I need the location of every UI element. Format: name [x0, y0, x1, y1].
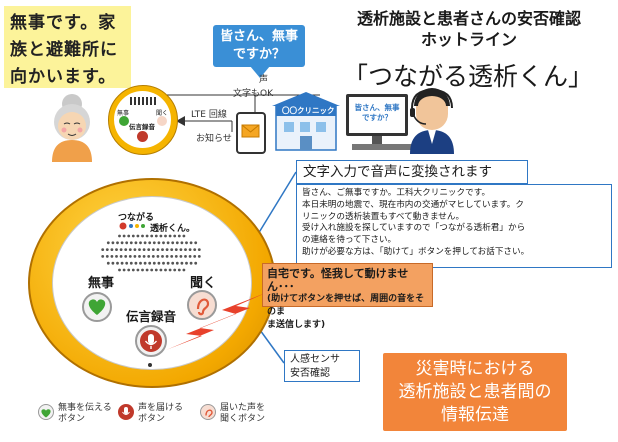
bubble-line: 皆さん、無事 [219, 29, 298, 44]
lte-arrow-head [176, 116, 185, 126]
clinic-question-bubble: 皆さん、無事 ですか？ [213, 25, 305, 67]
message-line: 助けが必要な方は、「助けて」ボタンを押してお話下さい。 [302, 246, 530, 257]
page-title: 透析施設と患者さんの安否確認 ホットライン [324, 8, 614, 50]
note-line: 無事です。家 [10, 13, 117, 33]
small-device-icon: 無事 聞く 伝言録音 [108, 85, 178, 155]
text-to-speech-callout: 文字入力で音声に変換されます [296, 160, 528, 184]
disaster-line: 情報伝達 [441, 405, 509, 425]
small-heart-button [119, 116, 129, 126]
disaster-summary-box: 災害時における 透析施設と患者間の 情報伝達 [383, 353, 567, 431]
help-message-line: (助けてボタンを押せば、周囲の音をそのま [267, 294, 425, 317]
legend-safe-text: 無事を伝える ボタン [58, 403, 112, 425]
legend-line: 無事を伝える [58, 403, 112, 413]
elderly-woman-icon [52, 94, 92, 162]
clinic-sign: 〇〇クリニック [282, 106, 335, 115]
record-button-label: 伝言録音 [126, 309, 177, 324]
screen-line: ですか？ [362, 113, 392, 122]
legend-line: 届いた声を [220, 403, 266, 413]
message-line: リニックの透析装置もすべて動きません。 [302, 211, 465, 222]
lightning-bolt-icon [166, 292, 268, 350]
operator-icon [410, 88, 454, 154]
note-line: 族と避難所に [10, 40, 118, 60]
motion-sensor-callout: 人感センサ 安否確認 [284, 350, 360, 382]
legend-ear-text: 届いた声を 聞くボタン [220, 403, 265, 425]
monitor-icon: 皆さん、無事 ですか？ [346, 94, 408, 136]
sensor-dot [148, 363, 152, 367]
listen-button-label: 聞く [190, 276, 217, 291]
title-line: ホットライン [420, 30, 517, 49]
monitor-stand [372, 136, 382, 144]
message-line: の連絡を待って下さい。 [302, 235, 397, 246]
device-brand-logo-icon [119, 222, 145, 230]
device-brand-bottom: 透析くん。 [150, 224, 196, 234]
small-safe-label: 無事 [117, 110, 130, 117]
keyboard-icon [352, 144, 412, 150]
disaster-line: 透析施設と患者間の [398, 382, 552, 402]
mic-icon [140, 330, 162, 352]
listen-button[interactable] [187, 290, 217, 320]
heart-icon [88, 299, 106, 315]
ear-icon [196, 298, 210, 316]
smartphone-icon [236, 112, 266, 154]
sensor-connector [259, 329, 285, 364]
small-listen-label: 聞く [156, 110, 169, 117]
help-message-title: 自宅です。怪我して動けません･･･ [267, 267, 409, 293]
small-ear-button [157, 116, 167, 126]
legend-line: 声を届ける [138, 403, 184, 413]
message-line: 受け入れ施設を探していますので「つながる透析君」から [302, 223, 526, 234]
legend-ear-swatch [200, 404, 216, 420]
mic-icon [122, 407, 130, 415]
small-speaker-grille [130, 97, 156, 105]
sensor-line: 安否確認 [290, 368, 330, 379]
record-button[interactable] [135, 325, 167, 357]
legend-line: ボタン [138, 414, 166, 424]
patient-message-note: 無事です。家 族と避難所に 向かいます。 [4, 6, 131, 88]
message-line: 皆さん、ご無事ですか。工科大クリニックです。 [302, 188, 491, 198]
legend-line: 聞くボタン [220, 414, 266, 424]
ear-icon [205, 409, 213, 418]
screen-line: 皆さん、無事 [354, 103, 400, 112]
clinic-message-box: 皆さん、ご無事ですか。工科大クリニックです。 本日未明の地震で、現在市内の交通が… [296, 184, 612, 268]
device-brand-top: つながる [118, 213, 155, 223]
legend-safe-swatch [38, 404, 54, 420]
note-line: 向かいます。 [10, 67, 117, 87]
legend-mic-swatch [118, 404, 134, 420]
notice-label: お知らせ [196, 134, 232, 144]
safe-button-label: 無事 [88, 276, 115, 291]
message-line: 本日未明の地震で、現在市内の交通がマヒしています。ク [302, 199, 524, 210]
small-mic-button [137, 131, 148, 142]
monitor-screen: 皆さん、無事 ですか？ [349, 97, 405, 133]
bubble-tail [250, 66, 270, 78]
lte-label: LTE 回線 [191, 110, 227, 120]
sensor-line: 人感センサ [290, 354, 340, 365]
voice-label: 声 [259, 75, 269, 85]
product-name: 「つながる透析くん」 [342, 62, 593, 91]
help-message-box: 自宅です。怪我して動けません･･･ (助けてボタンを押せば、周囲の音をそのま ま… [262, 263, 433, 330]
mail-icon [241, 124, 260, 138]
legend-mic-text: 声を届ける ボタン [138, 403, 183, 425]
speaker-grille [101, 234, 201, 272]
small-record-label: 伝言録音 [129, 123, 155, 131]
heart-icon [41, 409, 51, 418]
title-line: 透析施設と患者さんの安否確認 [356, 9, 581, 28]
help-message-line: ま送信します) [267, 320, 326, 330]
bubble-line: ですか？ [232, 47, 285, 62]
text-ok-label: 文字もOK [233, 89, 273, 99]
clinic-building-icon [272, 92, 340, 151]
legend-line: ボタン [58, 414, 86, 424]
disaster-line: 災害時における [415, 359, 535, 379]
safe-button[interactable] [82, 292, 112, 322]
